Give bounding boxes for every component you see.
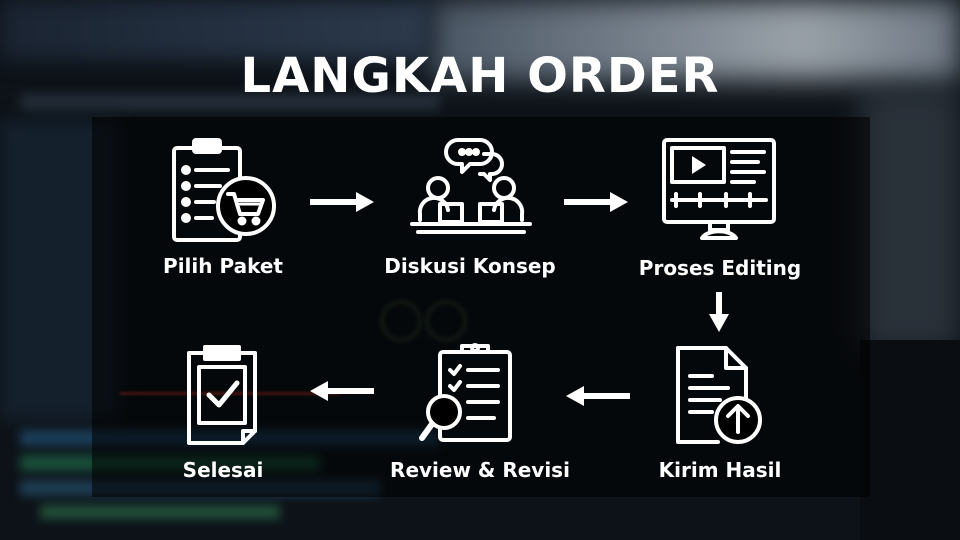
- step-label-proses-editing: Proses Editing: [638, 256, 802, 280]
- arrow-right-icon: [562, 190, 630, 214]
- page-title: LANGKAH ORDER: [240, 48, 720, 104]
- arrow-down-icon: [707, 290, 731, 334]
- step-label-review-revisi: Review & Revisi: [390, 458, 570, 482]
- checklist-search-icon: [418, 340, 522, 446]
- clipboard-cart-icon: [168, 136, 278, 246]
- checked-clipboard-icon: [183, 345, 263, 445]
- discussion-icon: [408, 134, 534, 244]
- upload-document-icon: [672, 344, 768, 448]
- step-label-diskusi-konsep: Diskusi Konsep: [384, 254, 556, 278]
- arrow-right-icon: [308, 190, 376, 214]
- video-editing-monitor-icon: [660, 136, 780, 246]
- step-label-selesai: Selesai: [182, 458, 264, 482]
- arrow-left-icon: [564, 384, 632, 408]
- arrow-left-icon: [308, 379, 376, 403]
- step-label-kirim-hasil: Kirim Hasil: [658, 458, 782, 482]
- step-label-pilih-paket: Pilih Paket: [163, 254, 283, 278]
